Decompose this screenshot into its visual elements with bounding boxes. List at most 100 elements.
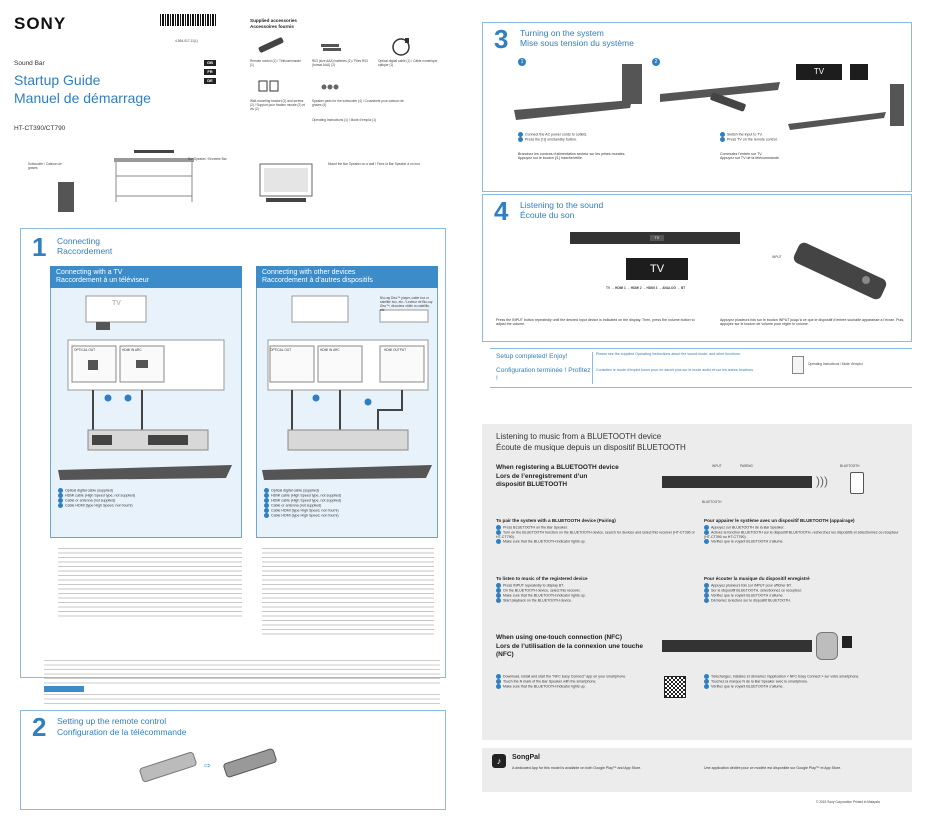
bt-nfc-fr-1: Téléchargez, installez et démarrez l’app… <box>711 674 860 679</box>
label-subwoofer: Subwoofer / Caisson de graves <box>28 162 62 170</box>
device-note: Blu-ray Disc™ player, cable box or satel… <box>380 296 433 312</box>
nfc-qr-code-icon <box>664 676 686 698</box>
bt-listen-title-en: To listen to music of the registered dev… <box>496 576 588 581</box>
tv-legend: Optical digital cable (supplied) HDMI ca… <box>58 488 238 508</box>
bt-pair-en-2: Turn on the BLUETOOTH function on the BL… <box>496 530 695 539</box>
dev-legend-3: HDMI cable (High Speed type, not supplie… <box>271 498 342 503</box>
bt-label-top: BLUETOOTH <box>840 464 860 468</box>
port-optical-out: OPTICAL OUT <box>74 348 96 352</box>
label-wall: Mount the Bar Speaker on a wall / Fixez … <box>328 162 420 166</box>
bt-listen-fr-1: Appuyez plusieurs fois sur INPUT pour af… <box>711 583 792 588</box>
tv-panel-diagram <box>52 290 240 500</box>
bt-nfc-fr-3: Vérifiez que le voyant BLUETOOTH s’allum… <box>711 684 784 689</box>
tv-legend-3: Cable or antenna (not supplied) <box>65 498 116 503</box>
dev-legend-1: Optical digital cable (supplied) <box>271 488 319 493</box>
step1-notes-dev <box>262 548 434 638</box>
dev-port-hdmi-in-arc: HDMI IN ARC <box>320 348 340 352</box>
label-bar: Bar Speaker / Enceinte Bar <box>188 157 227 161</box>
bt-label-bottom: BLUETOOTH <box>702 500 722 504</box>
bt-listen-title-fr: Pour écouter la musique du dispositif en… <box>704 576 810 581</box>
step3-text-right: Switch the input to TV. Press TV on the … <box>720 132 908 161</box>
setup-divider <box>592 352 593 384</box>
bt-wave-icon: ))) <box>816 474 828 488</box>
bt-listen-en-3: Make sure that the BLUETOOTH indicator l… <box>503 593 586 598</box>
title-fr: Manuel de démarrage <box>14 90 151 106</box>
bracket-icon <box>258 77 282 93</box>
accessory-remote: Remote control (1) / Télécommande (1) <box>250 59 301 67</box>
bt-pair-en-3: Make sure that the BLUETOOTH indicator l… <box>503 539 586 544</box>
step3-frame <box>482 22 912 192</box>
accessory-batteries: R03 (size AAA) batteries (2) / Piles R03… <box>312 59 368 67</box>
step3-left-4: Appuyez sur le bouton [/1] marche/veille… <box>518 156 583 161</box>
nfc-soundbar <box>662 640 812 652</box>
remote-battery-illustration: ⇨ <box>134 740 284 790</box>
left-page: SONY 4-594-017-11(1) Sound Bar Startup G… <box>14 14 446 810</box>
setup-done-en: Setup completed! Enjoy! <box>496 353 568 360</box>
bt-nfc-en-2: Touch the N mark of the Bar Speaker with… <box>503 679 597 684</box>
model-code: 4-594-017-11(1) <box>175 39 198 43</box>
tv-header-en: Connecting with a TV <box>56 269 123 276</box>
product-name: Sound Bar <box>14 60 45 67</box>
step1-note-badge <box>44 686 84 692</box>
setup-done-fr: Configuration terminée ! Profitez ! <box>496 367 591 382</box>
step2-title-en: Setting up the remote control <box>57 716 167 726</box>
devices-header-fr: Raccordement à d’autres dispositifs <box>262 277 373 284</box>
oi-booklet-icon <box>792 356 804 374</box>
step1-title-fr: Raccordement <box>57 246 113 256</box>
step4-text-fr: Appuyez plusieurs fois sur le bouton INP… <box>720 318 905 327</box>
batteries-icon <box>320 42 344 54</box>
bt-listen-steps-en: Press INPUT repeatedly to display BT. On… <box>496 583 696 603</box>
bt-listen-en-1: Press INPUT repeatedly to display BT. <box>503 583 565 588</box>
step3-title-en: Turning on the system <box>520 28 604 38</box>
barcode <box>160 14 216 26</box>
bt-listen-en-2: On the BLUETOOTH device, select this rec… <box>503 588 581 593</box>
step4-tv-display: TV <box>626 258 688 280</box>
songpal-text-fr: Une application dédiée pour ce modèle es… <box>704 766 842 770</box>
step1-title-en: Connecting <box>57 236 101 246</box>
dev-port-hdmi-out: HDMI OUTPUT <box>384 348 407 352</box>
speaker-pads-icon <box>320 82 340 92</box>
step2-frame <box>20 710 446 810</box>
bt-register-fr: Lors de l’enregistrement d’un dispositif… <box>496 473 588 488</box>
accessory-oi: Operating Instructions (1) / Mode d’empl… <box>312 118 377 122</box>
bt-nfc-fr-2: Touchez la marque N de la Bar Speaker av… <box>711 679 809 684</box>
setup-frame <box>490 348 912 388</box>
bt-nfc-steps-en: Download, install and start the “NFC Eas… <box>496 674 656 689</box>
bt-pair-title-en: To pair the system with a BLUETOOTH devi… <box>496 518 616 523</box>
nfc-hand-icon <box>816 632 838 660</box>
step2-title-fr: Configuration de la télécommande <box>57 727 187 737</box>
placement-illustration <box>44 140 204 220</box>
step3-right-4: Appuyez sur TV de la télécommande. <box>720 156 780 161</box>
display-indicator <box>850 64 868 80</box>
bt-listen-fr-2: Sur le dispositif BLUETOOTH, sélectionne… <box>711 588 803 593</box>
dev-legend-2: HDMI cable (High Speed type, not supplie… <box>271 493 342 498</box>
bt-pair-fr-3: Vérifiez que le voyant BLUETOOTH s’allum… <box>711 539 784 544</box>
step4-title-fr: Écoute du son <box>520 210 575 220</box>
step4-frame <box>482 194 912 342</box>
title-en: Startup Guide <box>14 72 101 88</box>
bt-pair-fr-2: Activez la fonction BLUETOOTH sur le dis… <box>704 530 899 539</box>
step3-left-2: Press the [/1] on/standby button. <box>525 137 577 142</box>
bt-register-en: When registering a BLUETOOTH device <box>496 464 619 471</box>
tv-legend-1: Optical digital cable (supplied) <box>65 488 113 493</box>
bt-soundbar <box>662 476 812 488</box>
bt-title-en: Listening to music from a BLUETOOTH devi… <box>496 432 662 441</box>
bt-nfc-fr: Lors de l’utilisation de la connexion un… <box>496 643 643 658</box>
step3-left-1: Connect the AC power cords to outlets. <box>525 132 588 137</box>
tv-label: TV <box>112 300 121 307</box>
power-illustration <box>510 60 810 130</box>
devices-legend: Optical digital cable (supplied) HDMI ca… <box>264 488 434 518</box>
accessory-optical-cable: Optical digital cable (1) / Câble numéri… <box>378 59 438 67</box>
bt-pair-fr-1: Appuyez sur BLUETOOTH de la Bar Speaker. <box>711 525 785 530</box>
wall-mount-illustration <box>256 160 316 206</box>
setup-note-fr: Consultez le mode d’emploi fourni pour e… <box>596 368 755 372</box>
songpal-icon: ♪ <box>492 754 506 768</box>
step3-right-1: Switch the input to TV. <box>727 132 763 137</box>
bt-pair-en-1: Press BLUETOOTH on the Bar Speaker. <box>503 525 568 530</box>
bt-pairing-label: PAIRING <box>740 464 753 468</box>
bt-nfc-steps-fr: Téléchargez, installez et démarrez l’app… <box>704 674 904 689</box>
accessory-bracket: Wall-mounting bracket (2) and screws (2)… <box>250 99 305 111</box>
dev-legend-6: Cable HDMI (type High Speed, non fourni) <box>271 513 339 518</box>
setup-note-en: Please see the supplied Operating Instru… <box>596 352 741 356</box>
lang-gb: GB <box>204 60 216 66</box>
